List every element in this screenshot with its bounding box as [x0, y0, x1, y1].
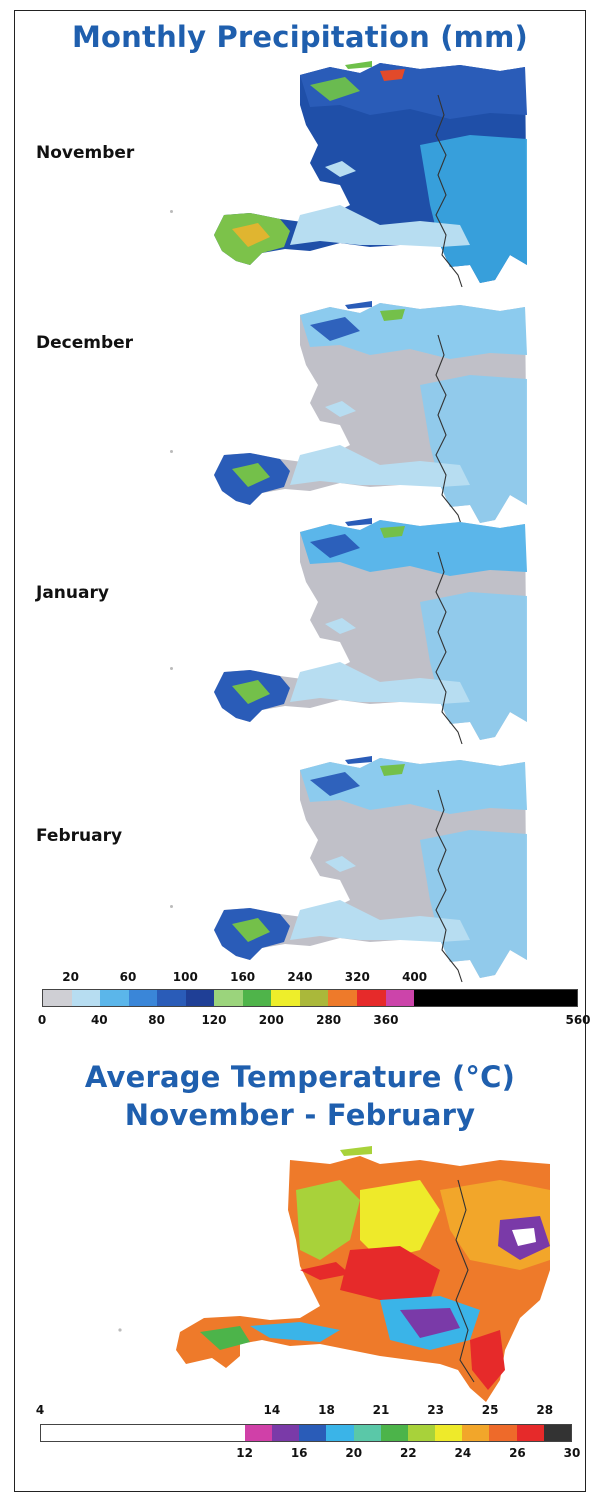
temp-legend-tick-label: 28	[536, 1403, 554, 1417]
temp-title-line2: November - February	[124, 1098, 476, 1132]
islet-dot	[170, 210, 173, 213]
precip-legend-bin	[271, 990, 300, 1006]
temp-title-line1: Average Temperature (°C)	[84, 1060, 516, 1094]
precip-legend-tick-label: 200	[258, 1013, 284, 1027]
temp-legend-bin	[407, 1425, 436, 1441]
precip-legend-bin	[385, 990, 415, 1006]
precip-legend-colorbar	[42, 989, 578, 1007]
month-label-january: January	[36, 583, 109, 603]
precip-legend-bin	[100, 990, 129, 1006]
precip-map-december	[214, 301, 527, 528]
temp-legend-tick-label: 20	[345, 1446, 363, 1460]
temp-legend-bin	[380, 1425, 408, 1441]
temp-legend-tick-label: 12	[236, 1446, 253, 1460]
precip-legend-bin	[414, 990, 577, 1006]
precip-legend-bin	[214, 990, 243, 1006]
precip-title: Monthly Precipitation (mm)	[72, 20, 528, 54]
temp-legend-bin	[41, 1425, 245, 1441]
month-label-november: November	[36, 143, 135, 163]
islet-dot	[170, 667, 173, 670]
precip-legend-tick-label: 20	[62, 970, 80, 984]
precip-legend-bin	[128, 990, 158, 1006]
temp-legend-tick-label: 26	[509, 1446, 526, 1460]
precip-legend-tick-label: 320	[344, 970, 370, 984]
temp-legend-tick-label: 4	[35, 1403, 45, 1417]
precip-legend-bin	[157, 990, 186, 1006]
temp-legend-bin	[435, 1425, 463, 1441]
precip-legend-bin	[357, 990, 386, 1006]
islet-dot	[170, 905, 173, 908]
precip-legend-tick-label: 560	[565, 1013, 591, 1027]
temp-legend-tick-label: 30	[563, 1446, 581, 1460]
month-label-february: February	[36, 826, 123, 846]
temp-legend-colorbar	[40, 1424, 572, 1442]
islet-dot	[170, 450, 173, 453]
temp-legend-bin	[272, 1425, 300, 1441]
precip-legend-bin	[299, 990, 329, 1006]
temp-legend-tick-label: 21	[372, 1403, 390, 1417]
precip-legend-tick-label: 120	[201, 1013, 227, 1027]
precip-legend-tick-label: 100	[172, 970, 198, 984]
temp-legend-bin	[462, 1425, 490, 1441]
temperature-map	[118, 1146, 550, 1402]
temp-legend-tick-label: 18	[318, 1403, 335, 1417]
precip-legend-tick-label: 80	[148, 1013, 165, 1027]
precip-legend-bin	[328, 990, 358, 1006]
month-label-december: December	[36, 333, 134, 353]
temp-legend-tick-label: 16	[290, 1446, 308, 1460]
precip-legend-bin	[43, 990, 72, 1006]
temp-legend-bin	[516, 1425, 544, 1441]
temp-legend-tick-label: 24	[454, 1446, 472, 1460]
precip-legend-tick-label: 400	[402, 970, 428, 984]
precip-legend-tick-label: 60	[119, 970, 137, 984]
precip-legend-bin	[185, 990, 215, 1006]
precip-map-january	[214, 518, 527, 745]
precip-legend-tick-label: 240	[287, 970, 313, 984]
precip-legend-tick-label: 360	[373, 1013, 399, 1027]
precip-legend-tick-label: 160	[230, 970, 256, 984]
precip-legend-bin	[242, 990, 272, 1006]
temp-legend-bin	[353, 1425, 381, 1441]
temp-legend-bin	[244, 1425, 273, 1441]
temp-legend-bin	[489, 1425, 517, 1441]
temp-legend-bin	[299, 1425, 327, 1441]
temp-legend-tick-label: 14	[263, 1403, 281, 1417]
precip-legend-tick-label: 280	[316, 1013, 342, 1027]
precip-map-november	[214, 61, 527, 288]
temp-legend-bin	[543, 1425, 571, 1441]
temp-legend-bin	[326, 1425, 354, 1441]
temp-legend-tick-label: 25	[481, 1403, 499, 1417]
temp-legend-tick-label: 22	[399, 1446, 417, 1460]
temp-legend-tick-label: 23	[427, 1403, 444, 1417]
precip-legend-tick-label: 40	[90, 1013, 108, 1027]
precip-map-february	[214, 756, 527, 983]
precip-legend-bin	[71, 990, 101, 1006]
precip-legend-tick-label: 0	[37, 1013, 47, 1027]
